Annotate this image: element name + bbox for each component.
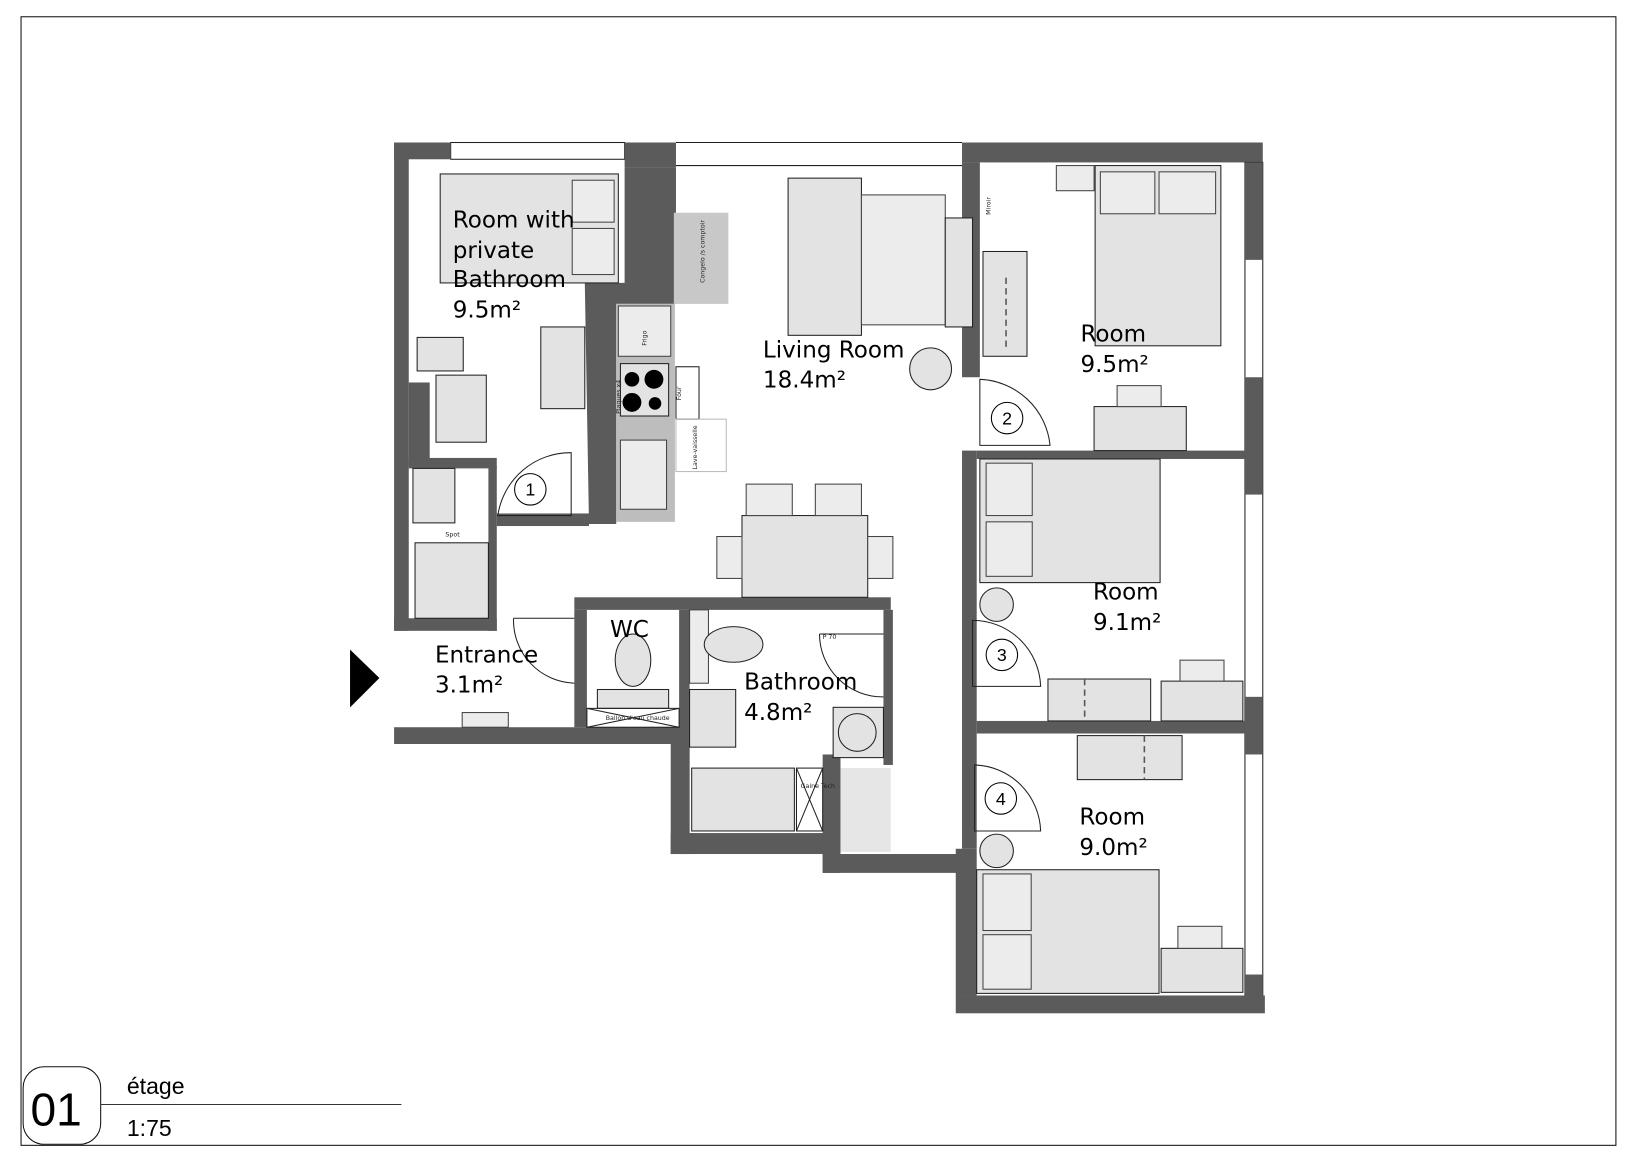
entrance-arrow [350, 649, 380, 708]
room1-name-line1: Room with [453, 207, 575, 233]
room1-number: 1 [525, 480, 535, 500]
title-block: 01 étage 1:75 [22, 1066, 402, 1145]
bathroom-area: 4.8m² [744, 700, 812, 726]
bathroom-name: Bathroom [744, 670, 857, 696]
room2-name: Room [1080, 322, 1146, 348]
room4-area: 9.0m² [1079, 835, 1147, 861]
hob-label: Plaques x4 [615, 380, 622, 414]
room1-area: 9.5m² [453, 298, 521, 324]
drawing-number: 01 [30, 1083, 81, 1135]
entrance-name: Entrance [435, 642, 538, 668]
fridge-label: Frigo [642, 330, 649, 345]
tech-shaft-label: Gaine Tech [801, 783, 835, 790]
room3-name: Room [1093, 579, 1159, 605]
drawing-scale: 1:75 [127, 1115, 172, 1141]
room4-name: Room [1079, 805, 1145, 831]
room2-area: 9.5m² [1080, 352, 1148, 378]
water-heater-label: Ballon d'eau chaude [606, 715, 670, 722]
door-p70-label: P 70 [823, 634, 837, 641]
freezer-label: Congelo /s comptoir [699, 220, 706, 283]
dishwasher-label: Lave-vaisselle [692, 425, 699, 469]
entrance-area: 3.1m² [435, 673, 503, 699]
level-name: étage [127, 1073, 185, 1099]
room-labels: Room with private Bathroom 9.5m² Living … [435, 207, 1161, 861]
room4-number: 4 [996, 789, 1006, 809]
living-room-name: Living Room [763, 337, 904, 363]
furniture: Spot Congelo /s comptoir Frigo Plaques x… [412, 165, 1244, 994]
walls [394, 141, 1265, 1014]
doors [497, 378, 1051, 832]
room-numbers: 1 2 3 4 [514, 401, 1024, 815]
room1-name-line3: Bathroom [453, 267, 566, 293]
wc-name: WC [610, 617, 649, 643]
room2-number: 2 [1002, 408, 1012, 428]
mirror-label: Miroir [985, 197, 992, 215]
room3-area: 9.1m² [1093, 610, 1161, 636]
freezer [673, 212, 729, 304]
oven-label: Four [676, 386, 683, 400]
living-room-area: 18.4m² [763, 368, 846, 394]
sheet-frame [20, 16, 1617, 1146]
shower-spot-label: Spot [445, 532, 460, 539]
room3-number: 3 [997, 645, 1007, 665]
room1-name-line2: private [453, 238, 535, 264]
